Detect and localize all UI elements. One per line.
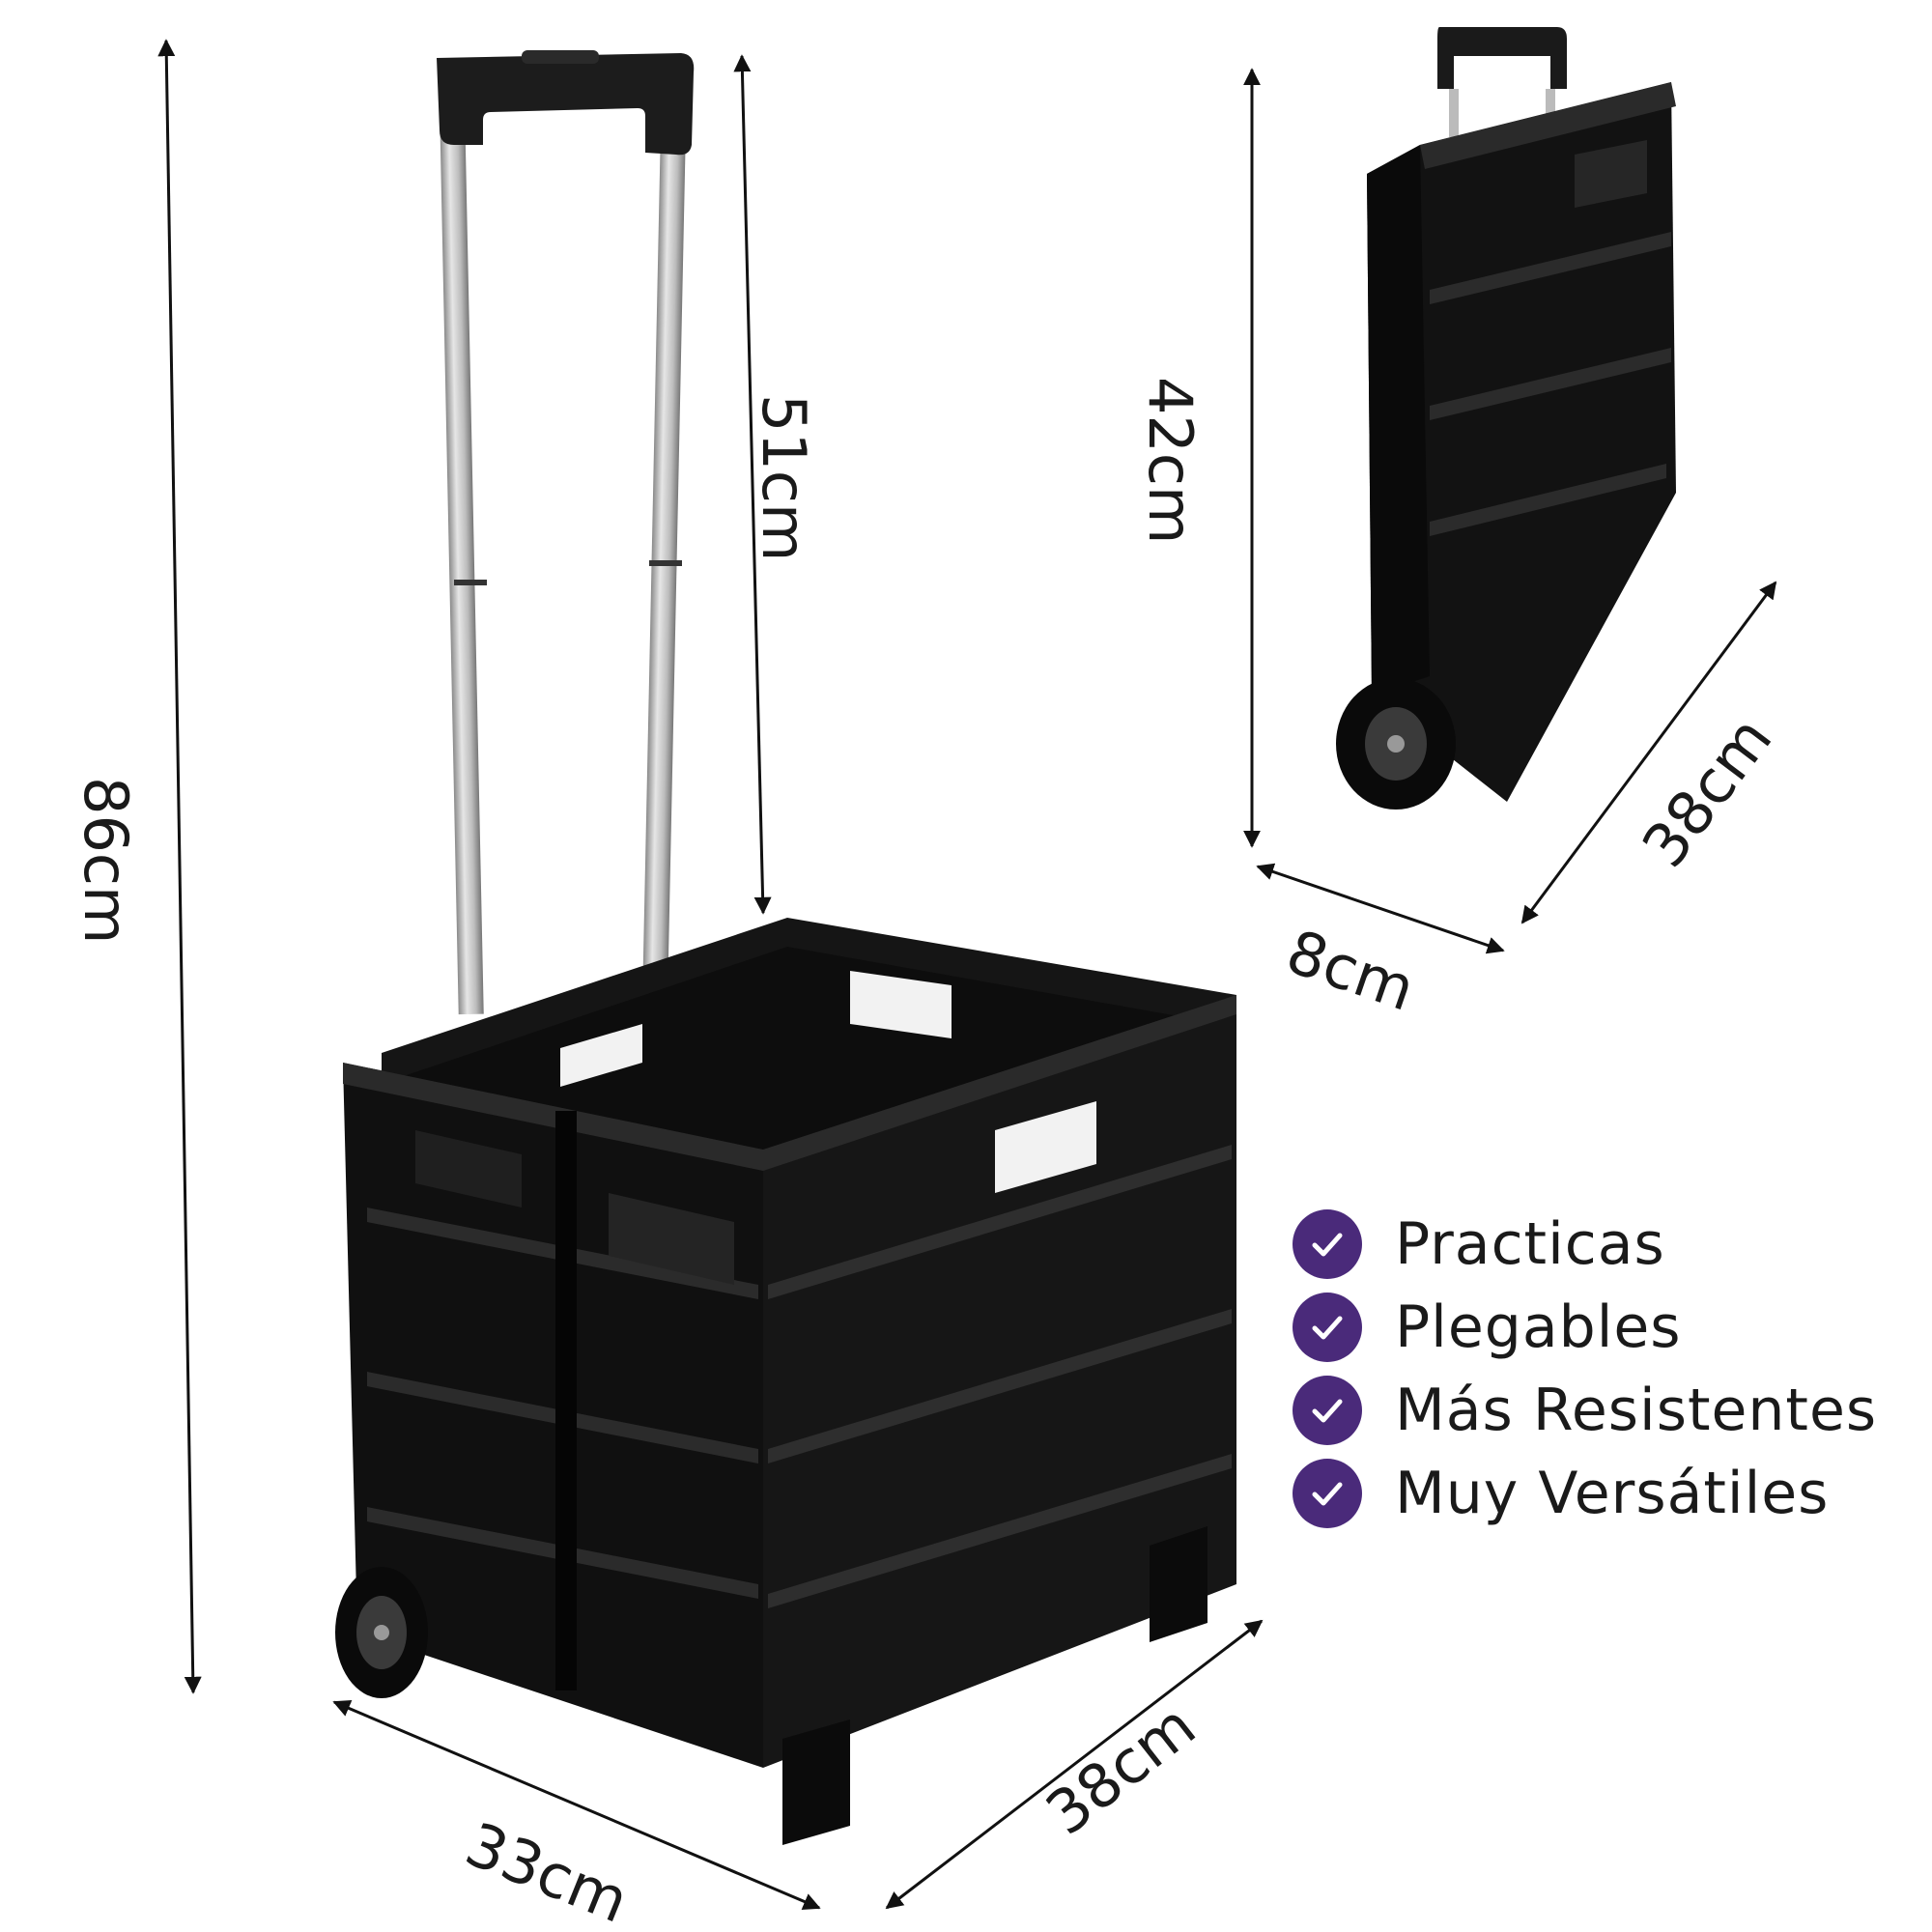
feature-label: Practicas <box>1395 1210 1665 1278</box>
arrow-handle-height <box>733 54 772 915</box>
feature-list: Practicas Plegables Más Resistentes Muy … <box>1293 1203 1877 1535</box>
check-circle-icon <box>1293 1293 1362 1362</box>
label-base-width: 33cm <box>456 1808 638 1932</box>
open-cart-illustration <box>335 50 1236 1845</box>
label-total-height: 86cm <box>71 777 141 944</box>
feature-label: Más Resistentes <box>1395 1377 1878 1444</box>
check-circle-icon <box>1293 1459 1362 1528</box>
label-folded-depth: 38cm <box>1629 704 1786 880</box>
folded-cart-illustration <box>1336 27 1676 810</box>
feature-item: Más Resistentes <box>1293 1369 1877 1452</box>
feature-item: Muy Versátiles <box>1293 1452 1877 1535</box>
arrow-folded-depth <box>1520 581 1777 924</box>
feature-label: Plegables <box>1395 1293 1682 1361</box>
arrow-total-height <box>157 39 202 1694</box>
label-base-depth: 38cm <box>1033 1690 1208 1849</box>
label-folded-thickness: 8cm <box>1278 916 1423 1025</box>
feature-label: Muy Versátiles <box>1395 1460 1830 1527</box>
feature-item: Plegables <box>1293 1286 1877 1369</box>
label-handle-height: 51cm <box>749 394 819 561</box>
arrow-base-width <box>332 1700 821 1910</box>
arrow-base-depth <box>885 1619 1264 1910</box>
feature-item: Practicas <box>1293 1203 1877 1286</box>
label-folded-height: 42cm <box>1135 377 1206 544</box>
arrow-folded-thickness <box>1256 863 1505 954</box>
dimension-arrows <box>157 39 1777 1910</box>
check-circle-icon <box>1293 1376 1362 1445</box>
check-circle-icon <box>1293 1209 1362 1279</box>
